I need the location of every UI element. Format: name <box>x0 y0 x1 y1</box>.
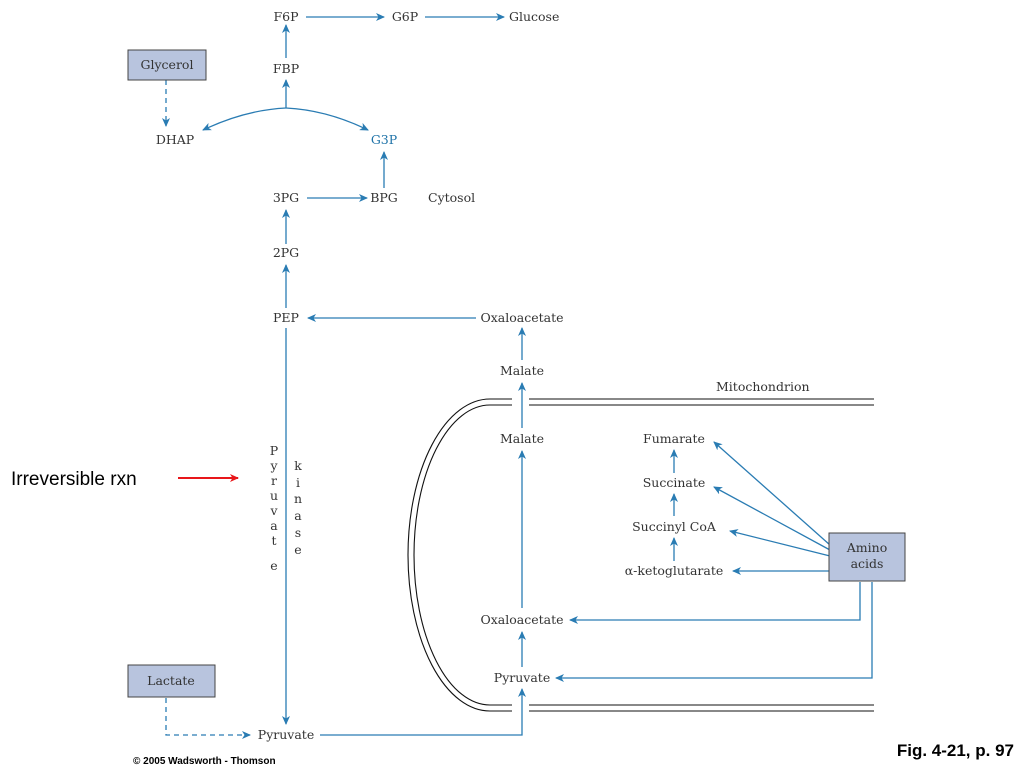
enzyme-label-kinase: k i n a s e <box>294 458 302 557</box>
enzyme-letter: e <box>294 542 301 557</box>
bpg-label: BPG <box>370 190 398 205</box>
glucose-label: Glucose <box>509 9 559 24</box>
enzyme-letter: u <box>270 488 278 503</box>
3pg-label: 3PG <box>273 190 299 205</box>
dhap-label: DHAP <box>156 132 194 147</box>
cytosol-label: Cytosol <box>428 190 475 205</box>
arrow-g3p-dhap-arc <box>202 107 287 131</box>
enzyme-letter: n <box>294 491 302 506</box>
pyruvate-cytosol-label: Pyruvate <box>258 727 314 742</box>
enzyme-letter: y <box>269 458 278 473</box>
arrow-pyruvate-into-mito <box>320 688 526 736</box>
fumarate-label: Fumarate <box>643 431 705 446</box>
lactate-box: Lactate <box>127 664 216 698</box>
enzyme-letter: k <box>294 458 302 473</box>
mitochondrion-membrane <box>407 398 874 712</box>
enzyme-label-pyruvate: P y r u v a t e <box>269 443 278 573</box>
enzyme-letter: r <box>271 473 277 488</box>
copyright-text: © 2005 Wadsworth - Thomson <box>133 756 276 767</box>
arrow-amino-succinate <box>713 486 831 551</box>
oxaloacetate-cytosol-label: Oxaloacetate <box>480 310 563 325</box>
enzyme-letter: a <box>294 508 302 523</box>
amino-acids-label-line2: acids <box>851 556 884 571</box>
pep-label: PEP <box>273 310 299 325</box>
oxaloacetate-mito-label: Oxaloacetate <box>480 612 563 627</box>
enzyme-letter: v <box>269 503 278 518</box>
pyruvate-mito-label: Pyruvate <box>494 670 550 685</box>
arrow-dhap-g3p-arc <box>285 107 369 131</box>
glycerol-box: Glycerol <box>127 49 207 81</box>
arrow-amino-succinylcoa <box>729 529 831 557</box>
irreversible-rxn-label: Irreversible rxn <box>11 469 137 490</box>
arrow-lactate-pyruvate <box>165 698 251 739</box>
enzyme-letter: P <box>270 443 278 458</box>
enzyme-letter: i <box>296 475 300 490</box>
2pg-label: 2PG <box>273 245 299 260</box>
enzyme-letter: e <box>270 558 277 573</box>
g3p-label: G3P <box>371 132 397 147</box>
succinate-label: Succinate <box>643 475 706 490</box>
arrow-amino-oaa <box>569 582 861 624</box>
malate-mito-label: Malate <box>500 431 544 446</box>
enzyme-letter: t <box>271 533 276 548</box>
glycerol-label: Glycerol <box>141 57 194 72</box>
succinyl-coa-label: Succinyl CoA <box>632 519 717 534</box>
f6p-label: F6P <box>273 9 298 24</box>
alpha-ketoglutarate-label: α-ketoglutarate <box>625 563 724 578</box>
fbp-label: FBP <box>273 61 299 76</box>
amino-acids-label-line1: Amino <box>846 540 887 555</box>
amino-acids-box: Amino acids <box>828 532 906 582</box>
lactate-label: Lactate <box>147 673 195 688</box>
mitochondrion-label: Mitochondrion <box>716 379 810 394</box>
g6p-label: G6P <box>392 9 418 24</box>
malate-cytosol-label: Malate <box>500 363 544 378</box>
enzyme-letter: a <box>270 518 278 533</box>
enzyme-letter: s <box>295 525 301 540</box>
arrow-amino-pyruvate <box>555 582 873 682</box>
figure-reference: Fig. 4-21, p. 97 <box>897 741 1014 760</box>
arrow-amino-fumarate <box>713 441 831 546</box>
